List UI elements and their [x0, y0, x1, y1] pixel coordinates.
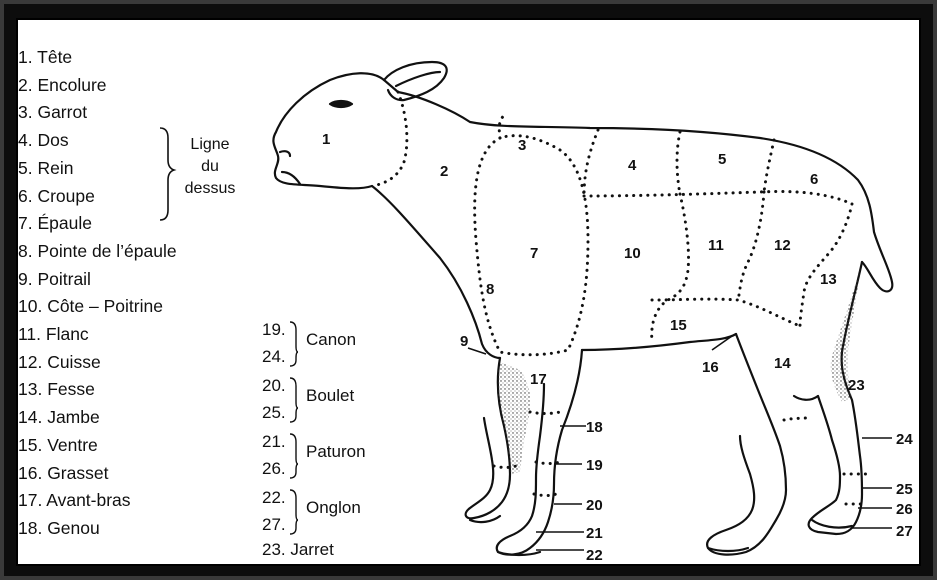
part-number: 24	[896, 431, 913, 448]
part-number: 3	[518, 137, 526, 154]
part-number: 9	[460, 333, 468, 350]
part-number: 8	[486, 281, 494, 298]
part-number: 6	[810, 171, 818, 188]
boulet-brace	[290, 378, 298, 422]
sheep-outline	[273, 62, 892, 555]
part-number: 7	[530, 245, 538, 262]
front-leg-shading	[498, 362, 531, 474]
part-number: 23	[848, 377, 865, 394]
part-number: 18	[586, 419, 603, 436]
onglon-brace	[290, 490, 298, 534]
part-number: 21	[586, 525, 603, 542]
part-number: 12	[774, 237, 791, 254]
part-number: 10	[624, 245, 641, 262]
region-lines	[372, 92, 866, 504]
part-number: 22	[586, 547, 603, 564]
part-number: 14	[774, 355, 791, 372]
part-number: 2	[440, 163, 448, 180]
paturon-brace	[290, 434, 298, 478]
part-number: 27	[896, 523, 913, 540]
part-number: 11	[708, 237, 724, 254]
canon-brace	[290, 322, 298, 366]
part-number: 16	[702, 359, 719, 376]
part-number: 1	[322, 131, 330, 148]
part-number: 19	[586, 457, 603, 474]
part-number: 15	[670, 317, 687, 334]
part-number: 13	[820, 271, 837, 288]
part-number: 26	[896, 501, 913, 518]
top-line-brace	[160, 128, 174, 220]
part-number: 17	[530, 371, 547, 388]
part-number: 25	[896, 481, 913, 498]
part-number: 4	[628, 157, 637, 174]
part-number: 20	[586, 497, 603, 514]
part-number: 5	[718, 151, 726, 168]
